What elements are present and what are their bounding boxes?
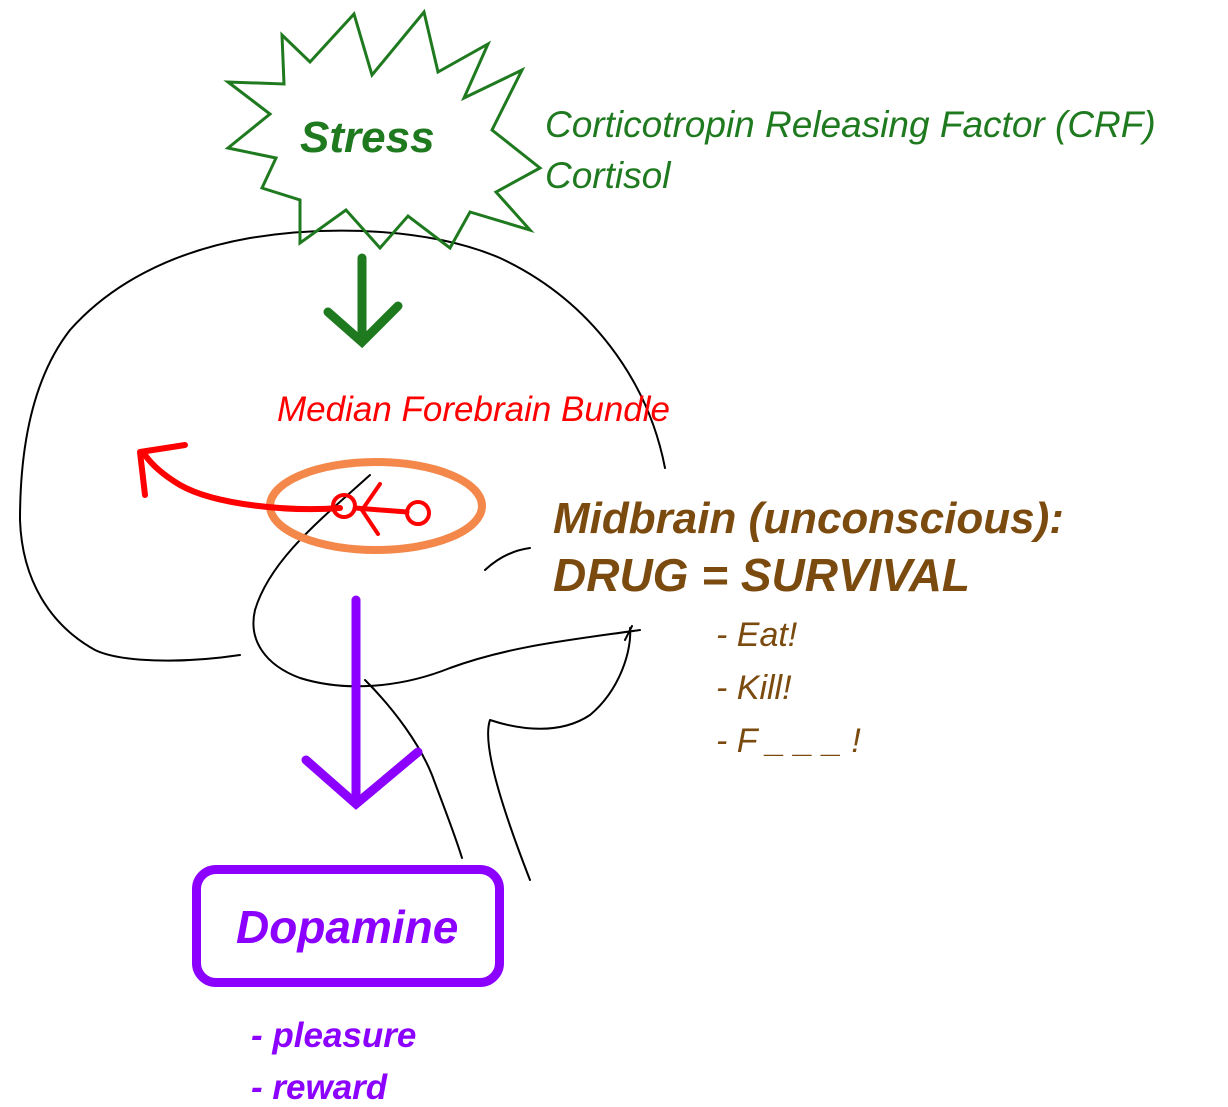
effect-reward: - reward <box>251 1068 388 1107</box>
brainstem-front <box>364 679 463 859</box>
neuron-dendrite-up <box>360 482 382 512</box>
mfb-arrowhead <box>137 442 188 498</box>
midbrain-fold <box>484 547 531 571</box>
drive-f: - F _ _ _ ! <box>716 722 861 760</box>
cortisol-label: Cortisol <box>545 155 671 196</box>
drive-kill: - Kill! <box>716 669 792 707</box>
mfb-axon <box>142 452 343 513</box>
vta-ellipse <box>266 458 486 554</box>
mfb-neuron <box>137 442 431 536</box>
brain-outline <box>19 229 666 881</box>
median-forebrain-bundle-label: Median Forebrain Bundle <box>277 390 671 429</box>
brainstem-back <box>487 627 632 881</box>
midbrain-heading: Midbrain (unconscious): <box>553 494 1064 543</box>
stress-arrow <box>323 253 403 349</box>
neuron-dendrite-down <box>360 508 380 536</box>
midbrain-tick <box>624 625 633 641</box>
crf-label: Corticotropin Releasing Factor (CRF) <box>545 104 1156 145</box>
inner-cortex-fold <box>252 474 641 688</box>
dopamine-arrow <box>301 595 423 810</box>
stress-label: Stress <box>300 113 435 162</box>
cerebrum-outline <box>19 229 666 662</box>
dopamine-label: Dopamine <box>236 901 459 953</box>
stress-starburst <box>223 8 543 251</box>
effect-pleasure: - pleasure <box>251 1016 417 1055</box>
drive-eat: - Eat! <box>716 616 798 654</box>
dopamine-box <box>192 865 504 987</box>
drug-survival-equation: DRUG = SURVIVAL <box>553 549 971 601</box>
neuron-body-right <box>405 500 431 526</box>
